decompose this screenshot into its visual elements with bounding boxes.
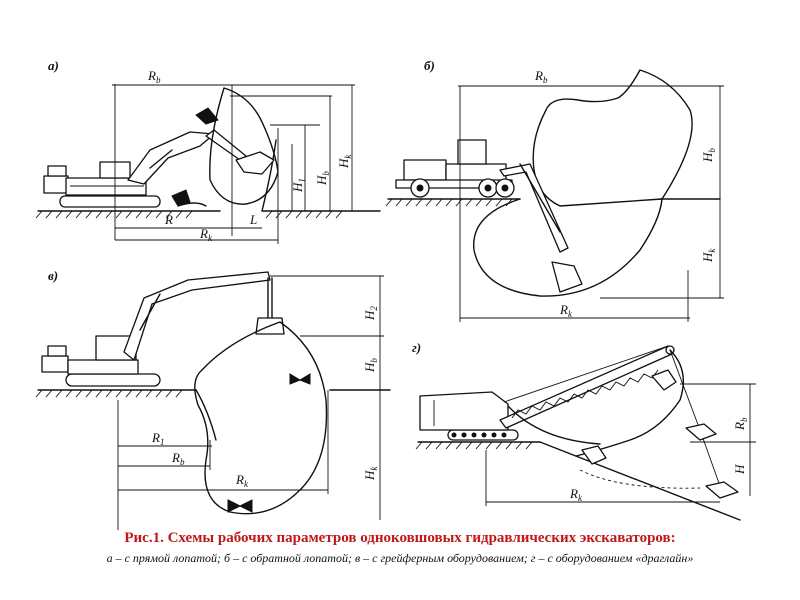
panel-b: б) <box>385 58 724 322</box>
panel-b-tag: б) <box>424 58 435 73</box>
label-Hk: Hk <box>362 466 379 481</box>
hoist-envelope <box>575 349 684 457</box>
panel-g: г) <box>412 340 756 521</box>
dimensions <box>485 383 756 506</box>
envelope-bottom <box>177 202 207 207</box>
dragline-bucket <box>705 481 739 499</box>
grab-bucket-icon <box>227 499 253 513</box>
label-Rk: Rk <box>569 486 583 503</box>
label-Rb: Rb <box>171 450 185 467</box>
boom <box>123 271 285 361</box>
panel-v: в) <box>35 268 391 530</box>
caption-title: Рис.1. Схемы рабочих параметров одноковш… <box>124 530 676 546</box>
panel-a-tag: а) <box>48 58 59 73</box>
trench-outline <box>473 198 663 297</box>
label-Hb: Hb <box>362 358 379 373</box>
grab-bucket-icon <box>289 373 311 385</box>
label-R: R <box>164 212 173 227</box>
excavator-machine <box>395 139 515 198</box>
dimensions <box>458 85 724 322</box>
label-Rb: Rb <box>534 68 548 85</box>
excavator-machine <box>43 161 161 208</box>
lattice-boom <box>499 345 675 429</box>
label-R1: R1 <box>151 430 164 447</box>
dragline-bucket <box>651 369 677 391</box>
caption-text: а – с прямой лопатой; б – с обратной лоп… <box>106 551 694 565</box>
ground-hatch <box>385 198 513 207</box>
digging-envelope <box>209 87 279 205</box>
drag-cable <box>507 405 601 445</box>
label-Hk: Hk <box>700 248 717 263</box>
label-Rb: Rb <box>147 68 161 85</box>
panel-g-tag: г) <box>412 340 421 355</box>
figure-caption: Рис.1. Схемы рабочих параметров одноковш… <box>0 530 800 566</box>
dimensions <box>112 84 355 244</box>
ground-hatch <box>35 389 183 398</box>
label-Rb: Rb <box>732 417 749 431</box>
panel-v-tag: в) <box>48 268 58 283</box>
label-H1: H1 <box>290 178 307 193</box>
label-H: H <box>732 464 747 475</box>
dump-line <box>669 349 721 487</box>
slope-line <box>539 441 741 521</box>
digging-envelope <box>532 69 693 207</box>
panel-a: а) <box>35 58 381 244</box>
label-L: L <box>249 212 257 227</box>
excavator-machine <box>419 391 519 441</box>
excavation-wall <box>195 389 217 441</box>
label-Hb: Hb <box>314 171 331 186</box>
boom <box>127 129 247 185</box>
dragline-bucket <box>685 423 717 441</box>
dimensions <box>117 275 384 530</box>
bucket <box>171 107 275 207</box>
excavation-face <box>261 139 277 212</box>
ground-hatch <box>415 441 533 450</box>
dig-trajectory <box>579 469 701 489</box>
ground-hatch <box>35 210 343 219</box>
label-H2: H2 <box>362 306 379 321</box>
label-Rk: Rk <box>235 472 249 489</box>
excavator-machine <box>41 335 161 387</box>
label-Rk: Rk <box>559 302 573 319</box>
boom <box>499 163 583 293</box>
label-Hb: Hb <box>700 148 717 163</box>
label-Hk: Hk <box>336 154 353 169</box>
dragline-bucket <box>581 445 607 465</box>
label-Rk: Rk <box>199 226 213 243</box>
digging-envelope <box>194 321 328 515</box>
